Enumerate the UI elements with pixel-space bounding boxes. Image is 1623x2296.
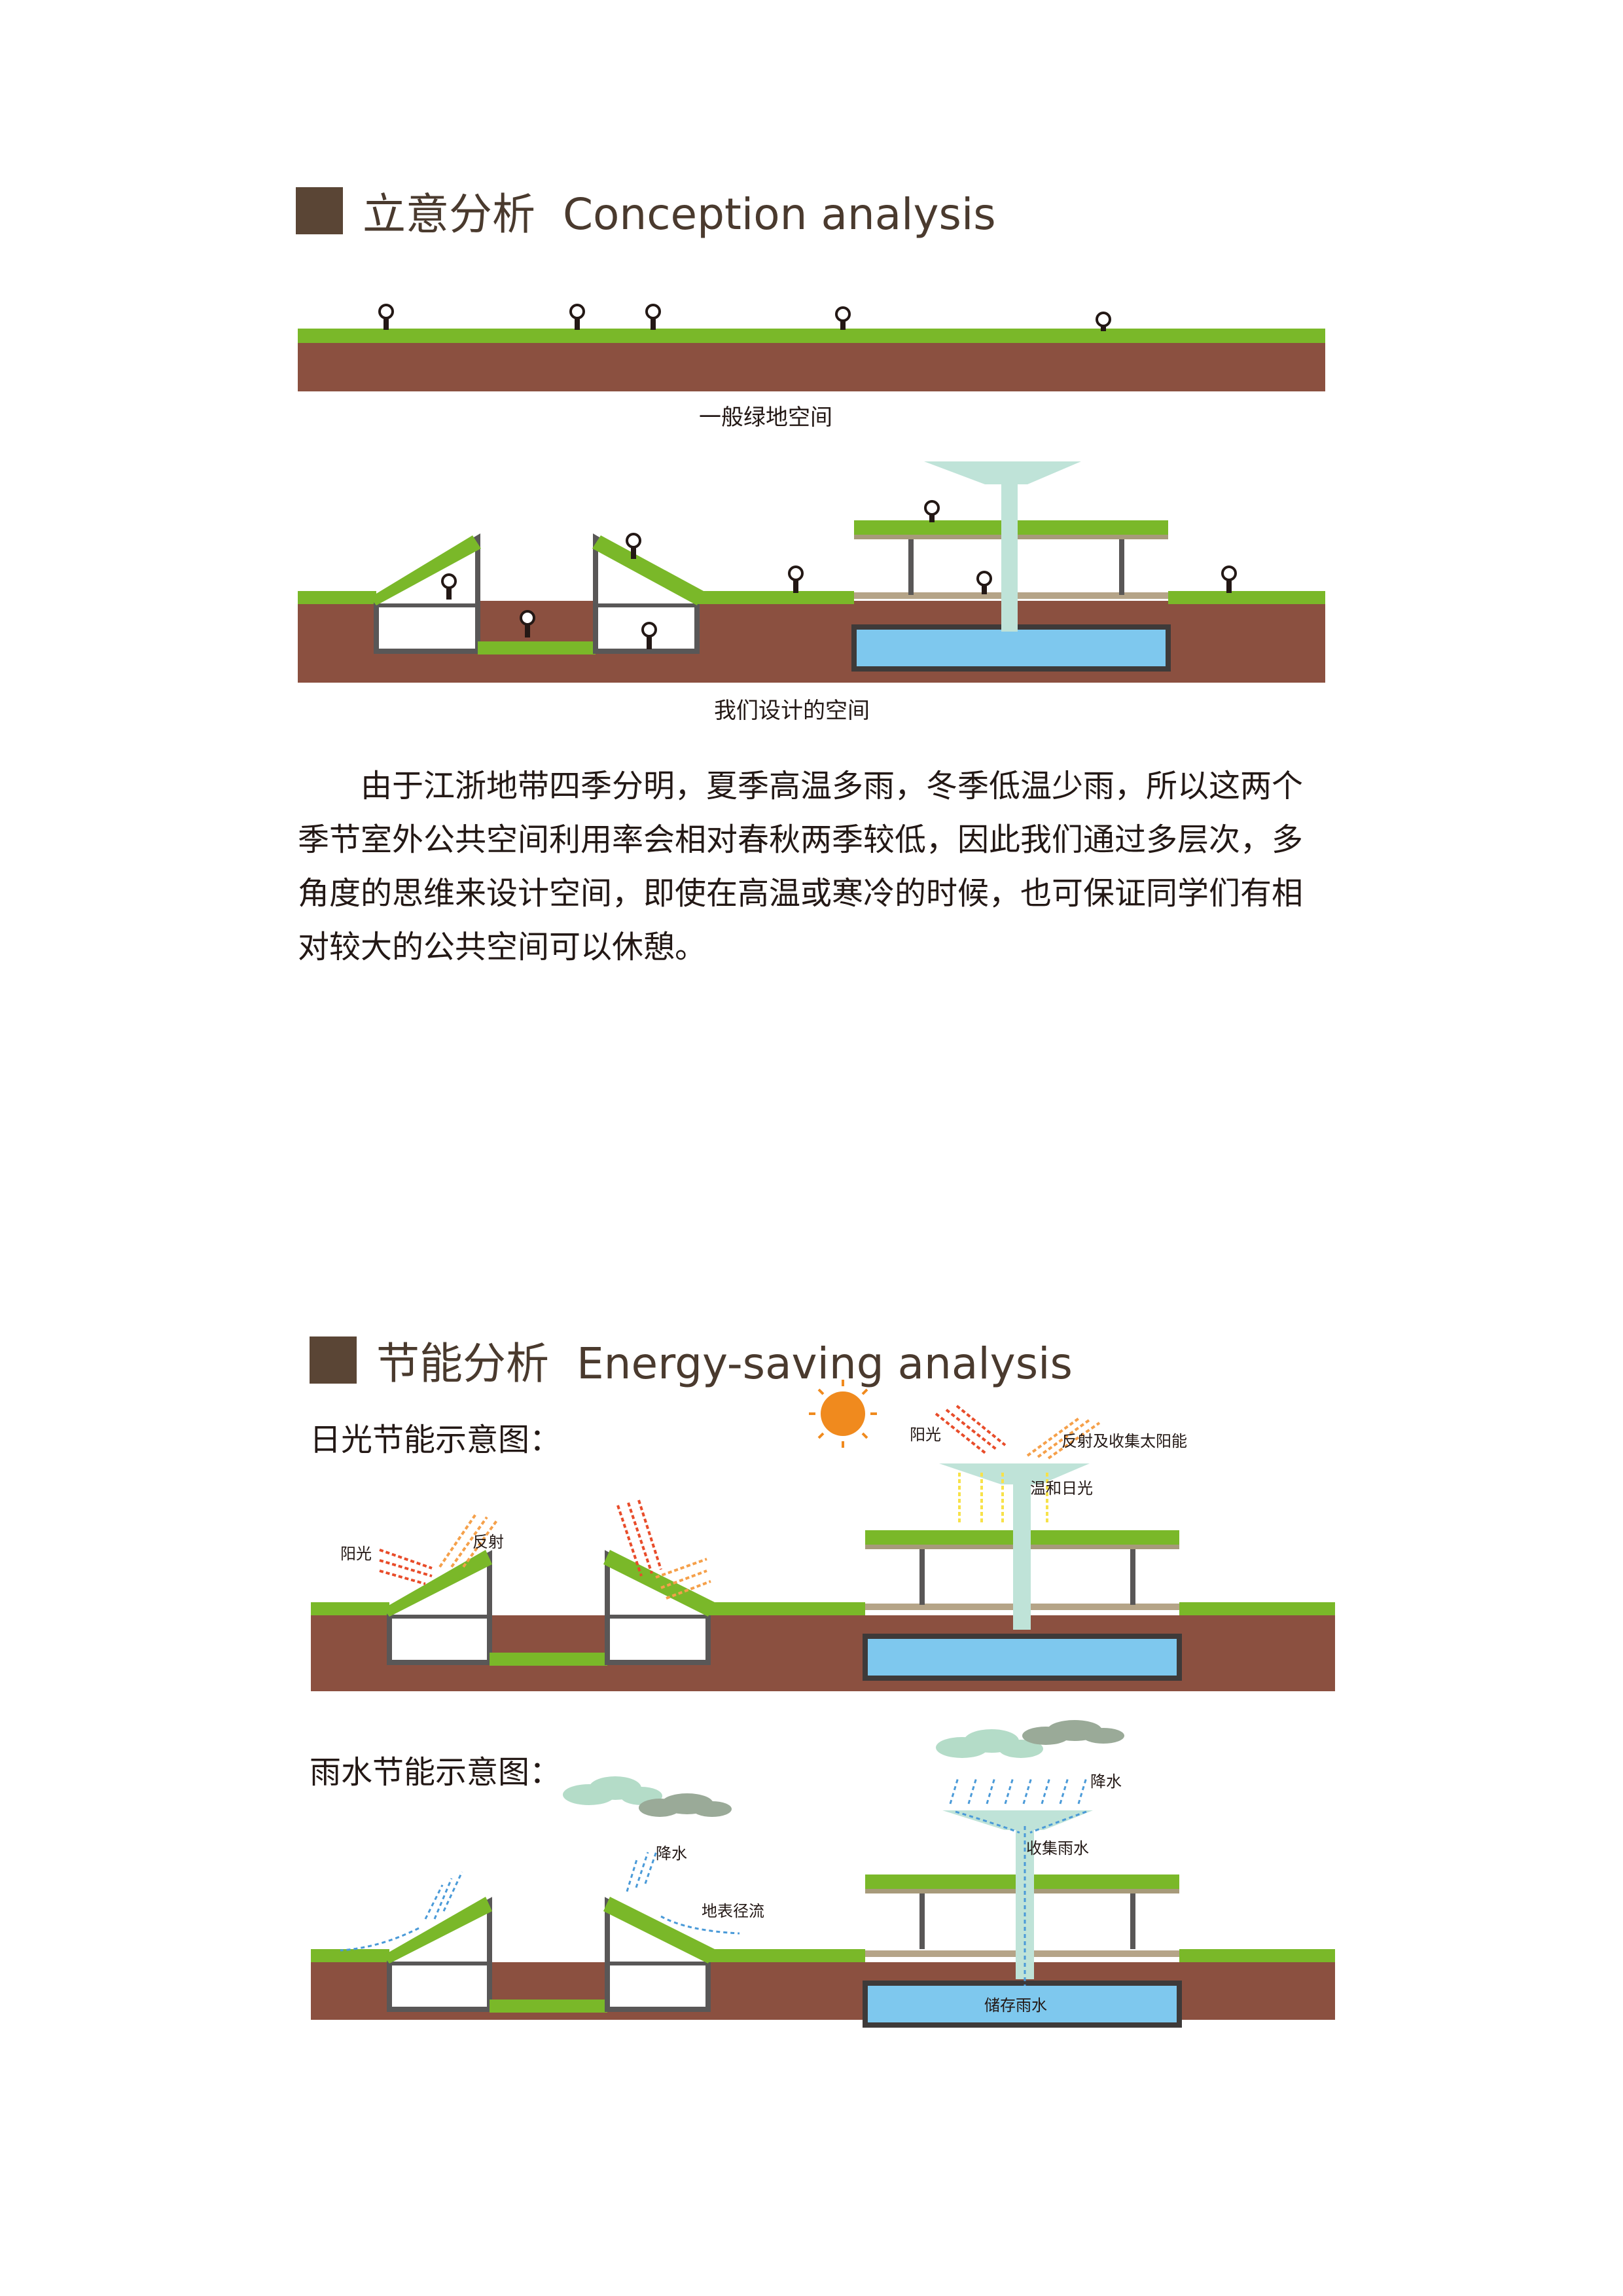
person-marker-icon [1096, 312, 1111, 331]
rain-funnel [924, 461, 1081, 632]
person-marker-icon [788, 565, 804, 593]
title-square-icon [296, 187, 343, 234]
cloud-light-icon [563, 1776, 662, 1805]
label-mild-sunlight: 温和日光 [1030, 1479, 1093, 1498]
person-marker-icon [1221, 565, 1237, 593]
soil-band [298, 342, 1325, 391]
runoff-flow [340, 1810, 1087, 1986]
label-reflect: 反射 [473, 1533, 504, 1551]
label-collect: 收集雨水 [1026, 1839, 1089, 1857]
sunlight-heading: 日光节能示意图： [310, 1422, 562, 1458]
grass-band [298, 329, 1325, 343]
conception-paragraph: 由于江浙地带四季分明，夏季高温多雨，冬季低温少雨，所以这两个季节室外公共空间利用… [298, 768, 1304, 965]
cloud-dark-icon [639, 1793, 732, 1817]
person-marker-icon [626, 533, 641, 559]
section-title-text: 立意分析 Conception analysis [363, 189, 996, 240]
label-store: 储存雨水 [984, 1996, 1047, 2015]
person-marker-icon [520, 610, 535, 637]
label-rainfall-left: 降水 [656, 1844, 687, 1863]
storage-tank [863, 1981, 1182, 2028]
sunlight-diagram: 阳光 反射 阳光 反射及收集太阳能 温和日光 [311, 1380, 1335, 1691]
sunlight-rays-left [379, 1512, 499, 1585]
label-sunlight-left: 阳光 [340, 1545, 372, 1563]
designed-section [298, 461, 1325, 683]
person-marker-icon [976, 571, 992, 594]
sunlight-rays-funnel [935, 1405, 1101, 1525]
rain-drops [424, 1777, 1088, 1920]
person-marker-icon [645, 304, 661, 330]
section-title-text: 节能分析 Energy-saving analysis [376, 1338, 1073, 1389]
rainwater-diagram: 降水 地表径流 降水 收集雨水 储存雨水 [311, 1720, 1335, 2028]
cloud-dark-icon [1022, 1720, 1124, 1745]
caption-designed-space: 我们设计的空间 [714, 698, 870, 724]
section-title-conception: 立意分析 Conception analysis [296, 179, 996, 242]
person-marker-icon [835, 306, 851, 330]
sunlight-rays-right [616, 1499, 711, 1600]
person-marker-icon [924, 500, 940, 522]
label-reflect-collect: 反射及收集太阳能 [1061, 1432, 1187, 1450]
green-roof-right [592, 535, 704, 605]
label-rainfall-right: 降水 [1090, 1772, 1122, 1791]
caption-general-green-space: 一般绿地空间 [699, 404, 832, 431]
sun-icon [809, 1380, 877, 1448]
green-roof-left [370, 535, 481, 605]
title-square-icon [310, 1336, 357, 1384]
label-runoff: 地表径流 [702, 1902, 764, 1920]
rainwater-heading: 雨水节能示意图： [310, 1754, 562, 1791]
general-section [298, 304, 1325, 391]
section-title-energy-saving: 节能分析 Energy-saving analysis [310, 1329, 1073, 1391]
cloud-light-icon [936, 1729, 1043, 1758]
label-sunlight-right: 阳光 [910, 1426, 941, 1444]
person-marker-icon [569, 304, 585, 330]
water-tank [851, 624, 1171, 672]
person-marker-icon [378, 304, 394, 330]
person-marker-icon [641, 622, 657, 649]
person-marker-icon [441, 573, 457, 600]
grass-left [298, 591, 376, 604]
